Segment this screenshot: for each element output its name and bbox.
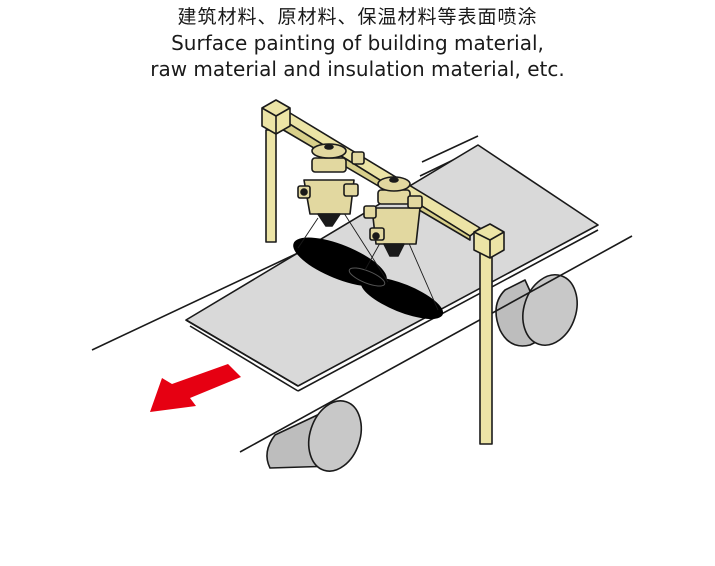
caption: 建筑材料、原材料、保温材料等表面喷涂 Surface painting of b… bbox=[0, 4, 715, 82]
rear-roller bbox=[495, 274, 578, 347]
spray-nozzle-icon bbox=[363, 176, 423, 257]
caption-english-line-2: raw material and insulation material, et… bbox=[150, 57, 565, 81]
front-roller bbox=[266, 400, 363, 472]
caption-chinese: 建筑材料、原材料、保温材料等表面喷涂 bbox=[177, 6, 538, 28]
arrow-down-left-icon bbox=[150, 364, 241, 412]
spray-pattern bbox=[293, 237, 444, 319]
spray-nozzle-icon bbox=[297, 143, 365, 227]
caption-english-line-1: Surface painting of building material, bbox=[171, 31, 544, 55]
spray-lines bbox=[297, 209, 439, 311]
